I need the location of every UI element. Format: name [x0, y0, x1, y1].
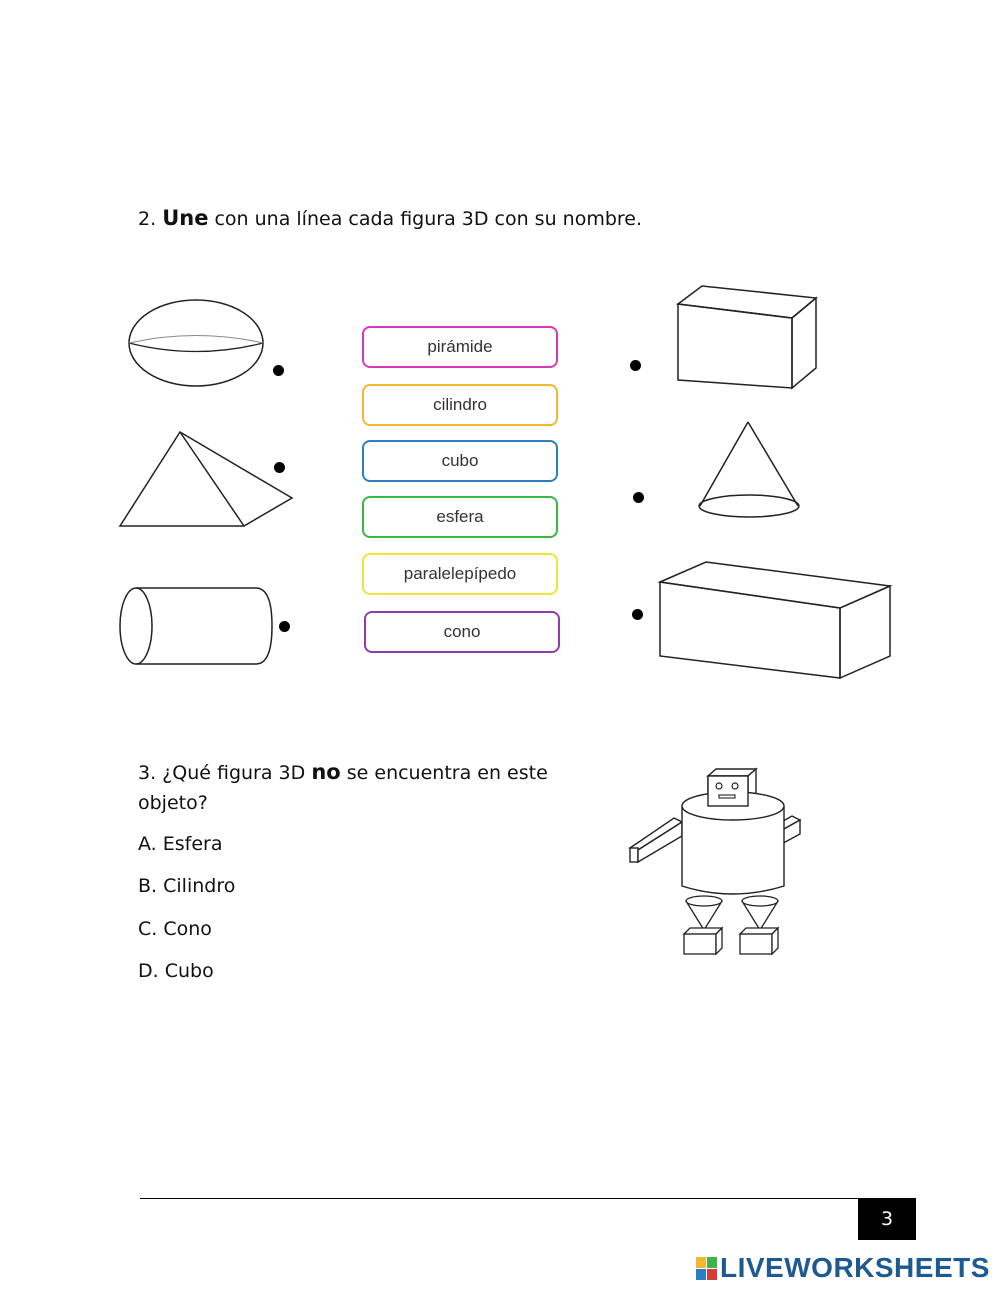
question-number: 2. — [138, 208, 157, 230]
question-3-emphasis: no — [311, 760, 341, 784]
question-verb: Une — [162, 206, 209, 230]
question-3-prompt: 3. ¿Qué figura 3D no se encuentra en est… — [138, 757, 548, 818]
brand-text: LIVEWORKSHEETS — [720, 1252, 990, 1283]
sphere-icon — [128, 299, 264, 387]
option-d[interactable]: D. Cubo — [138, 960, 214, 982]
option-a[interactable]: A. Esfera — [138, 833, 223, 855]
liveworksheets-logo: LIVEWORKSHEETS — [696, 1252, 990, 1284]
match-dot-pyramid[interactable] — [274, 462, 285, 473]
question-2-prompt: 2. Une con una línea cada figura 3D con … — [138, 203, 642, 234]
page-number: 3 — [858, 1198, 916, 1240]
match-dot-prism[interactable] — [632, 609, 643, 620]
question-3-text-c: objeto? — [138, 792, 208, 814]
question-3-text-a: 3. ¿Qué figura 3D — [138, 762, 306, 784]
match-dot-cone[interactable] — [633, 492, 644, 503]
word-box-paralelepipedo: paralelepípedo — [362, 553, 558, 595]
option-b[interactable]: B. Cilindro — [138, 875, 236, 897]
question-text: con una línea cada figura 3D con su nomb… — [214, 208, 643, 230]
match-dot-cylinder[interactable] — [279, 621, 290, 632]
cone-icon — [698, 421, 800, 518]
brand-mark-icon — [696, 1256, 717, 1280]
option-c[interactable]: C. Cono — [138, 918, 212, 940]
word-box-esfera: esfera — [362, 496, 558, 538]
rectangular-prism-icon — [657, 561, 893, 680]
footer-divider — [140, 1198, 860, 1199]
word-box-cilindro: cilindro — [362, 384, 558, 426]
word-box-cono: cono — [364, 611, 560, 653]
cube-icon — [676, 285, 818, 390]
match-dot-cube[interactable] — [630, 360, 641, 371]
word-box-cubo: cubo — [362, 440, 558, 482]
match-dot-sphere[interactable] — [273, 365, 284, 376]
pyramid-icon — [118, 430, 294, 527]
question-3-text-b: se encuentra en este — [346, 762, 548, 784]
cylinder-icon — [119, 587, 273, 665]
robot-icon — [628, 767, 802, 956]
word-box-piramide: pirámide — [362, 326, 558, 368]
